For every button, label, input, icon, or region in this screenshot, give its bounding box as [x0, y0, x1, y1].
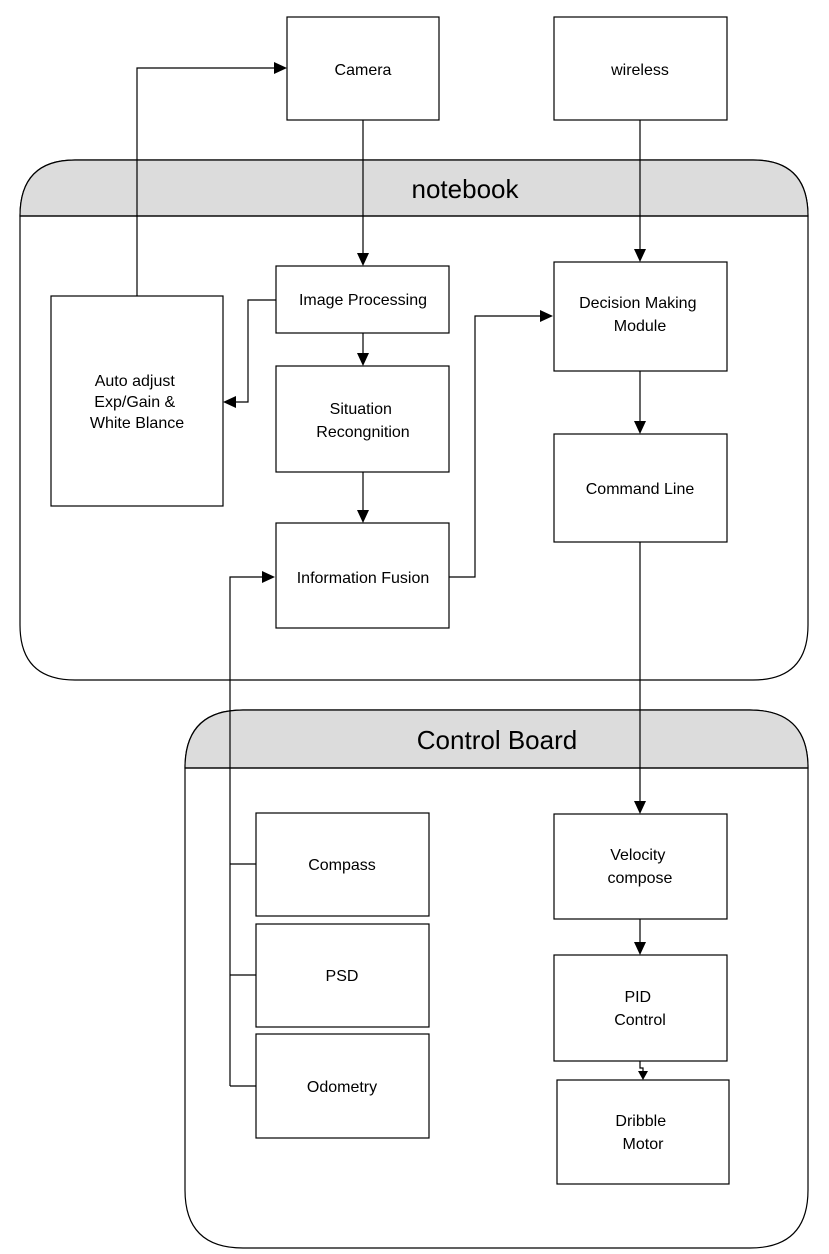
edge-pid-dribble	[639, 1061, 644, 1073]
svg-text:Situation Recongnition: Situation Recongnition	[316, 401, 409, 441]
edge-autoadjust-camera	[136, 67, 274, 296]
control-board-header-fill	[184, 709, 809, 769]
svg-text:Dribble Motor: Dribble Motor	[615, 1113, 670, 1153]
svg-text:Information Fusion: Information Fusion	[297, 570, 430, 587]
svg-text:Odometry: Odometry	[307, 1079, 377, 1096]
node-decision-making: Decision Making Module	[553, 261, 728, 372]
svg-text:Image Processing: Image Processing	[299, 292, 427, 309]
node-label: compose	[608, 870, 673, 887]
svg-text:Camera: Camera	[335, 62, 392, 79]
notebook-header-fill	[19, 159, 809, 217]
svg-text:PSD: PSD	[326, 968, 359, 985]
node-label: Image Processing	[299, 292, 427, 309]
node-velocity-compose: Velocity compose	[553, 813, 728, 920]
node-label: Information Fusion	[297, 570, 430, 587]
node-compass: Compass	[255, 812, 430, 917]
node-label: Dribble	[615, 1113, 666, 1130]
node-label: Auto adjust	[95, 373, 176, 390]
edge-sensors-fusion	[229, 576, 262, 1086]
svg-text:Velocity compose: Velocity compose	[608, 847, 673, 887]
node-label: Exp/Gain &	[94, 394, 175, 411]
control-board-title: Control Board	[417, 725, 577, 755]
edge-fusion-decision	[449, 315, 540, 578]
node-label: Compass	[308, 857, 376, 874]
notebook-title: notebook	[412, 174, 520, 204]
edge-imageprocessing-autoadjust	[236, 299, 276, 403]
svg-text:Compass: Compass	[308, 857, 376, 874]
svg-text:Auto adjust Exp/Gain &: Auto adjust Exp/Gain & White Blance	[90, 373, 184, 432]
svg-text:Decision Making Module: Decision Making Module	[579, 295, 701, 335]
connectors	[136, 62, 648, 1087]
svg-text:Command Line: Command Line	[586, 481, 695, 498]
node-odometry: Odometry	[255, 1033, 430, 1139]
node-information-fusion: Information Fusion	[275, 522, 450, 629]
node-label: White Blance	[90, 415, 184, 432]
node-image-processing: Image Processing	[275, 265, 450, 334]
node-situation-recognition: Situation Recongnition	[275, 365, 450, 473]
node-label: Camera	[335, 62, 392, 79]
svg-text:wireless: wireless	[610, 62, 669, 79]
node-pid-control: PID Control	[553, 954, 728, 1062]
node-label: PID	[624, 989, 651, 1006]
node-label: wireless	[610, 62, 669, 79]
svg-text:PID Control: PID Control	[614, 989, 666, 1029]
node-auto-adjust: Auto adjust Exp/Gain & White Blance	[50, 295, 224, 507]
node-wireless: wireless	[553, 16, 728, 121]
node-label: Situation	[330, 401, 392, 418]
node-label: Recongnition	[316, 424, 409, 441]
node-label: Motor	[623, 1136, 665, 1153]
node-label: PSD	[326, 968, 359, 985]
node-psd: PSD	[255, 923, 430, 1028]
node-label: Control	[614, 1012, 666, 1029]
node-dribble-motor: Dribble Motor	[556, 1079, 730, 1185]
node-label: Decision Making	[579, 295, 696, 312]
node-label: Velocity	[610, 847, 665, 864]
node-command-line: Command Line	[553, 433, 728, 543]
node-label: Module	[614, 318, 667, 335]
node-label: Command Line	[586, 481, 695, 498]
node-label: Odometry	[307, 1079, 377, 1096]
node-camera: Camera	[286, 16, 440, 121]
